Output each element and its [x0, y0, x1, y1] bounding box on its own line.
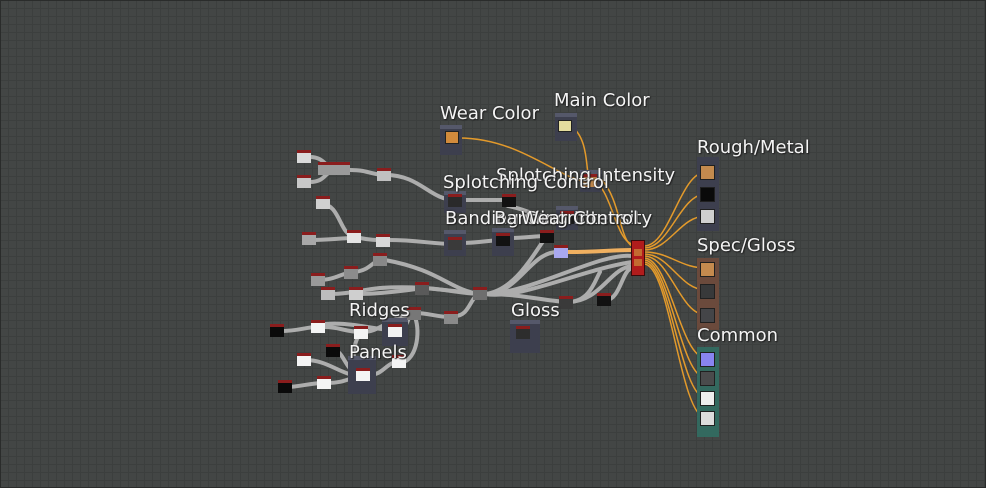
wear-node[interactable]: [540, 230, 554, 243]
texture-node-2[interactable]: [297, 175, 311, 188]
texture-node-1[interactable]: [297, 150, 311, 163]
shape-node-9[interactable]: [317, 376, 331, 389]
frame-label-panels: Panels: [349, 342, 407, 363]
texture-node-13[interactable]: [349, 287, 363, 300]
texture-node-10[interactable]: [344, 266, 358, 279]
shape-node-3[interactable]: [354, 326, 368, 339]
merge-node[interactable]: [631, 240, 645, 276]
shape-node-8[interactable]: [278, 380, 292, 393]
gloss-node-2[interactable]: [597, 293, 611, 306]
main-color-swatch[interactable]: [558, 120, 572, 132]
banding-blend-node[interactable]: [496, 233, 510, 246]
texture-node-14[interactable]: [415, 282, 429, 295]
wear-mask-node[interactable]: [560, 211, 574, 224]
texture-node-12[interactable]: [321, 287, 335, 300]
shape-node-4[interactable]: [388, 324, 402, 337]
texture-node-3[interactable]: [318, 162, 350, 175]
output-mask[interactable]: [700, 411, 715, 426]
texture-node-11[interactable]: [373, 253, 387, 266]
frame-label-wear-control: Wear Control: [521, 208, 639, 229]
panel-node[interactable]: [356, 368, 370, 381]
shape-node-7[interactable]: [392, 355, 406, 368]
blend-node-1[interactable]: [473, 287, 487, 300]
splotch-node[interactable]: [448, 194, 462, 207]
texture-node-5[interactable]: [316, 196, 330, 209]
output-specular[interactable]: [700, 262, 715, 277]
frame-label-ridges: Ridges: [349, 300, 410, 321]
frame-label-main-color: Main Color: [554, 90, 650, 111]
splotch-blend-node[interactable]: [502, 194, 516, 207]
ridges-node[interactable]: [407, 307, 421, 320]
gloss-input-node[interactable]: [516, 326, 530, 339]
banding-node[interactable]: [448, 237, 462, 250]
output-ambient[interactable]: [700, 391, 715, 406]
uniform-color-node[interactable]: [554, 245, 568, 258]
output-label-spec-gloss: Spec/Gloss: [697, 235, 796, 256]
texture-node-6[interactable]: [302, 232, 316, 245]
output-metallic[interactable]: [700, 187, 715, 202]
merge-port-1: [634, 249, 642, 256]
output-label-common: Common: [697, 325, 779, 346]
output-normal[interactable]: [700, 352, 715, 367]
shape-node-5[interactable]: [326, 344, 340, 357]
shape-node-2[interactable]: [311, 320, 325, 333]
gloss-node-1[interactable]: [559, 296, 573, 309]
output-label-rough-metal: Rough/Metal: [697, 137, 810, 158]
output-height[interactable]: [700, 371, 715, 386]
output-roughness[interactable]: [700, 165, 715, 180]
frame-label-banding-control: Banding Control: [445, 208, 590, 229]
merge-port-2: [634, 259, 642, 266]
output-spec-extra[interactable]: [700, 308, 715, 323]
texture-node-8[interactable]: [376, 234, 390, 247]
texture-node-9[interactable]: [311, 273, 325, 286]
frame-label-banding-intensity: Banding Intensity: [494, 208, 653, 229]
output-glossiness[interactable]: [700, 284, 715, 299]
frame-label-wear-color: Wear Color: [440, 103, 539, 124]
wear-color-swatch[interactable]: [445, 131, 459, 144]
texture-node-7[interactable]: [347, 230, 361, 243]
frame-label-splotching-intensity: Splotching Intensity: [496, 165, 676, 186]
frame-label-splotching-control: Splotching Control: [443, 172, 609, 193]
ridge-blend-node[interactable]: [444, 311, 458, 324]
shape-node-1[interactable]: [270, 324, 284, 337]
output-ao[interactable]: [700, 209, 715, 224]
frame-label-gloss: Gloss: [511, 300, 560, 321]
splotch-intensity-node[interactable]: [583, 174, 597, 187]
ridges-frame[interactable]: [382, 318, 408, 346]
shape-node-6[interactable]: [297, 353, 311, 366]
texture-node-4[interactable]: [377, 168, 391, 181]
